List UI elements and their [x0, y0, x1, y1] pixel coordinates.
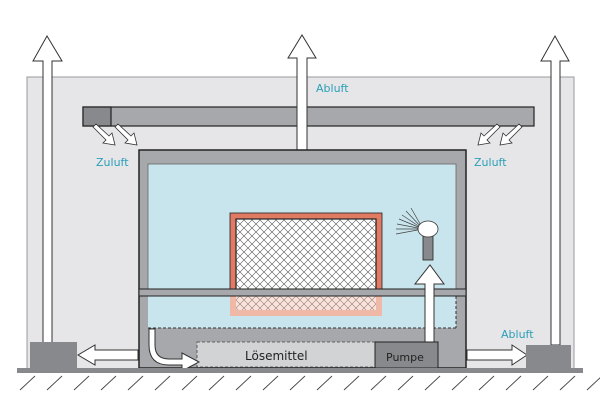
- hatch-line: [127, 375, 144, 391]
- side-exhaust-arrow-left: [77, 344, 139, 366]
- hatch-line: [370, 375, 387, 391]
- chamber-rail: [138, 288, 467, 297]
- abluft-top-label: Abluft: [316, 82, 349, 95]
- drain-arrow: [148, 328, 201, 372]
- hatch-line: [235, 375, 252, 391]
- hatch-line: [586, 377, 600, 391]
- floor: [17, 368, 583, 373]
- hatch-line: [343, 375, 360, 391]
- floor-hatching: [19, 375, 600, 391]
- hatch-line: [46, 375, 63, 391]
- exhaust-unit-left: [30, 342, 77, 369]
- hatch-line: [451, 375, 468, 391]
- basket-mesh-lower: [236, 296, 376, 310]
- pump: [374, 341, 439, 369]
- solvent-label: Lösemittel: [245, 349, 308, 363]
- hatch-line: [478, 375, 495, 391]
- hatch-line: [208, 375, 225, 391]
- hatch-line: [424, 375, 441, 391]
- hatch-line: [289, 375, 306, 391]
- hatch-line: [532, 375, 549, 391]
- hatch-line: [397, 375, 414, 391]
- abluft-bottom-right-label: Abluft: [501, 328, 534, 341]
- zuluft-left-label: Zuluft: [96, 156, 129, 169]
- side-exhaust-arrow-right: [466, 344, 528, 366]
- hatch-line: [559, 375, 576, 391]
- hatch-line: [19, 375, 36, 391]
- supply-duct: [82, 106, 535, 127]
- pump-feed-arrow: [413, 264, 445, 343]
- spray-nozzle-icon: [395, 207, 439, 261]
- pump-label: Pumpe: [386, 351, 424, 364]
- exhaust-unit-right: [526, 345, 571, 369]
- hatch-line: [505, 375, 522, 391]
- zuluft-arrows-right: [477, 123, 523, 146]
- solvent-tank: [196, 341, 376, 368]
- zuluft-arrows-left: [92, 123, 138, 146]
- hatch-line: [262, 375, 279, 391]
- hatch-line: [316, 375, 333, 391]
- exhaust-arrow-right: [540, 34, 570, 346]
- hatch-line: [73, 375, 90, 391]
- exhaust-arrow-center: [287, 34, 317, 151]
- zuluft-right-label: Zuluft: [474, 156, 507, 169]
- basket-mesh: [235, 218, 377, 297]
- hatch-line: [154, 375, 171, 391]
- hatch-line: [181, 375, 198, 391]
- exhaust-arrow-left: [32, 35, 63, 346]
- hatch-line: [100, 375, 117, 391]
- supply-duct-inlet: [82, 106, 112, 127]
